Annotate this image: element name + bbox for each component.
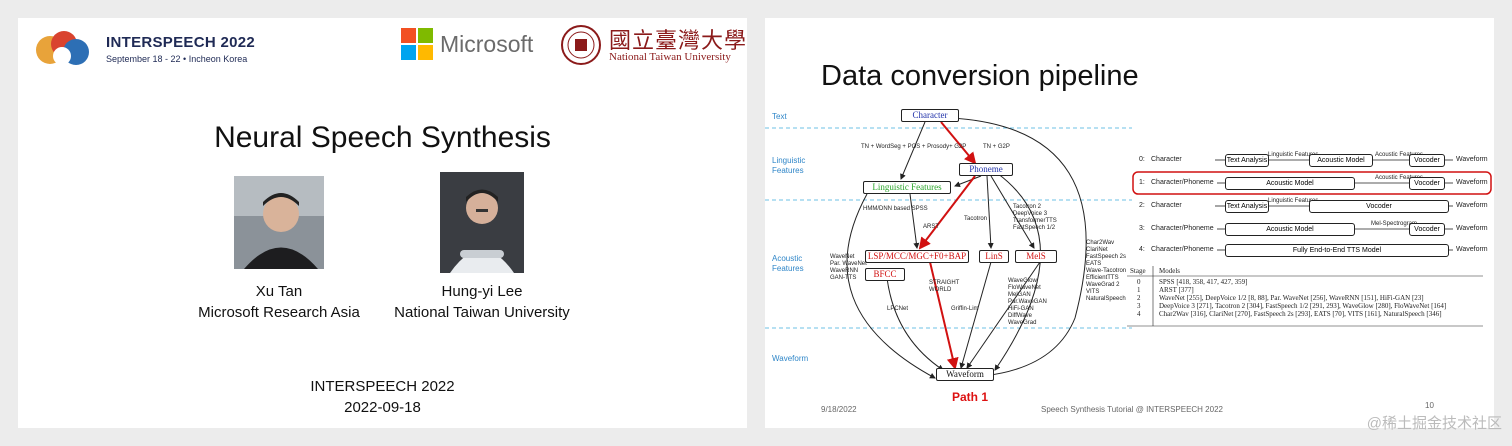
footer-date: 9/18/2022 bbox=[821, 405, 857, 414]
person-1: Xu Tan Microsoft Research Asia bbox=[179, 281, 379, 323]
node-lins: LinS bbox=[979, 250, 1009, 263]
node-mels: MelS bbox=[1015, 250, 1057, 263]
node-phoneme: Phoneme bbox=[959, 163, 1013, 176]
stage-1-vocoder: Vocoder bbox=[1409, 177, 1445, 190]
edge-tn-g2p: TN + WordSeg + POS + Prosody+ G2P bbox=[861, 144, 967, 150]
person-2-affiliation: National Taiwan University bbox=[394, 304, 570, 321]
footer-center: Speech Synthesis Tutorial @ INTERSPEECH … bbox=[1041, 405, 1223, 414]
conference-name: INTERSPEECH 2022 bbox=[106, 34, 256, 51]
stage-2-text-analysis: Text Analysis bbox=[1225, 200, 1269, 213]
stage-3-acoustic-model: Acoustic Model bbox=[1225, 223, 1355, 236]
microsoft-wordmark: Microsoft bbox=[440, 31, 534, 57]
edge-hmm: HMM/DNN based SPSS bbox=[863, 206, 928, 212]
microsoft-logo-icon bbox=[401, 28, 433, 60]
level-acoustic: Acoustic Features bbox=[772, 254, 804, 273]
pipeline-title: Data conversion pipeline bbox=[821, 60, 1139, 92]
watermark: @稀土掘金技术社区 bbox=[1366, 415, 1502, 432]
table-col-models: SPSS [418, 358, 417, 427, 359]ARST [377]… bbox=[1159, 278, 1447, 318]
edge-lpcnet: LPCNet bbox=[887, 306, 909, 312]
edge-tacotron: Tacotron bbox=[964, 216, 988, 222]
node-character: Character bbox=[901, 109, 959, 122]
pipeline-arrows bbox=[846, 117, 1087, 379]
person-1-name: Xu Tan bbox=[255, 283, 303, 300]
footer-date: 2022-09-18 bbox=[344, 399, 421, 416]
table-rules bbox=[1127, 266, 1483, 327]
hung-yi-lee-photo bbox=[440, 172, 524, 273]
edge-tn-g2p-2: TN + G2P bbox=[983, 144, 1010, 150]
pipeline-slide: Data conversion pipeline Text Linguistic… bbox=[765, 18, 1494, 428]
title-slide: INTERSPEECH 2022 September 18 - 22 • Inc… bbox=[18, 18, 747, 428]
stage-4-e2e-model: Fully End-to-End TTS Model bbox=[1225, 244, 1449, 257]
slide-footer: INTERSPEECH 2022 2022-09-18 bbox=[18, 376, 747, 418]
interspeech-logo-icon bbox=[36, 31, 89, 65]
stage-0-text-analysis: Text Analysis bbox=[1225, 154, 1269, 167]
stage-2-vocoder: Vocoder bbox=[1309, 200, 1449, 213]
table-header-stage: Stage bbox=[1130, 267, 1146, 275]
level-linguistic: Linguistic Features bbox=[772, 156, 806, 175]
person-2: Hung-yi Lee National Taiwan University bbox=[372, 281, 592, 323]
stage-connectors bbox=[1132, 159, 1492, 251]
stage-0-vocoder: Vocoder bbox=[1409, 154, 1445, 167]
stage-3-vocoder: Vocoder bbox=[1409, 223, 1445, 236]
path-1-label: Path 1 bbox=[952, 390, 989, 404]
level-waveform: Waveform bbox=[772, 354, 809, 363]
node-bfcc: BFCC bbox=[865, 268, 905, 281]
level-separators bbox=[765, 127, 1132, 329]
edge-griffin: Griffin-Lim bbox=[951, 306, 979, 312]
node-lsp: LSP/MCC/MGC+F0+BAP bbox=[865, 250, 969, 263]
stage-0-acoustic-model: Acoustic Model bbox=[1309, 154, 1373, 167]
page-number: 10 bbox=[1425, 401, 1434, 410]
xu-tan-photo bbox=[234, 176, 324, 269]
ntu-seal-icon bbox=[561, 25, 601, 65]
table-header-models: Models bbox=[1159, 267, 1180, 275]
node-linguistic: Linguistic Features bbox=[863, 181, 951, 194]
edge-arst: ARST bbox=[923, 224, 940, 230]
slide-title: Neural Speech Synthesis bbox=[214, 121, 551, 154]
person-1-affiliation: Microsoft Research Asia bbox=[198, 304, 360, 321]
node-waveform: Waveform bbox=[936, 368, 994, 381]
stage-1-acoustic-model: Acoustic Model bbox=[1225, 177, 1355, 190]
ntu-english-name: National Taiwan University bbox=[609, 51, 731, 63]
level-text: Text bbox=[772, 112, 787, 121]
conference-dates: September 18 - 22 • Incheon Korea bbox=[106, 54, 248, 64]
ntu-chinese-name: 國立臺灣大學 bbox=[609, 29, 748, 54]
person-2-name: Hung-yi Lee bbox=[441, 283, 523, 300]
footer-conference: INTERSPEECH 2022 bbox=[310, 378, 455, 395]
